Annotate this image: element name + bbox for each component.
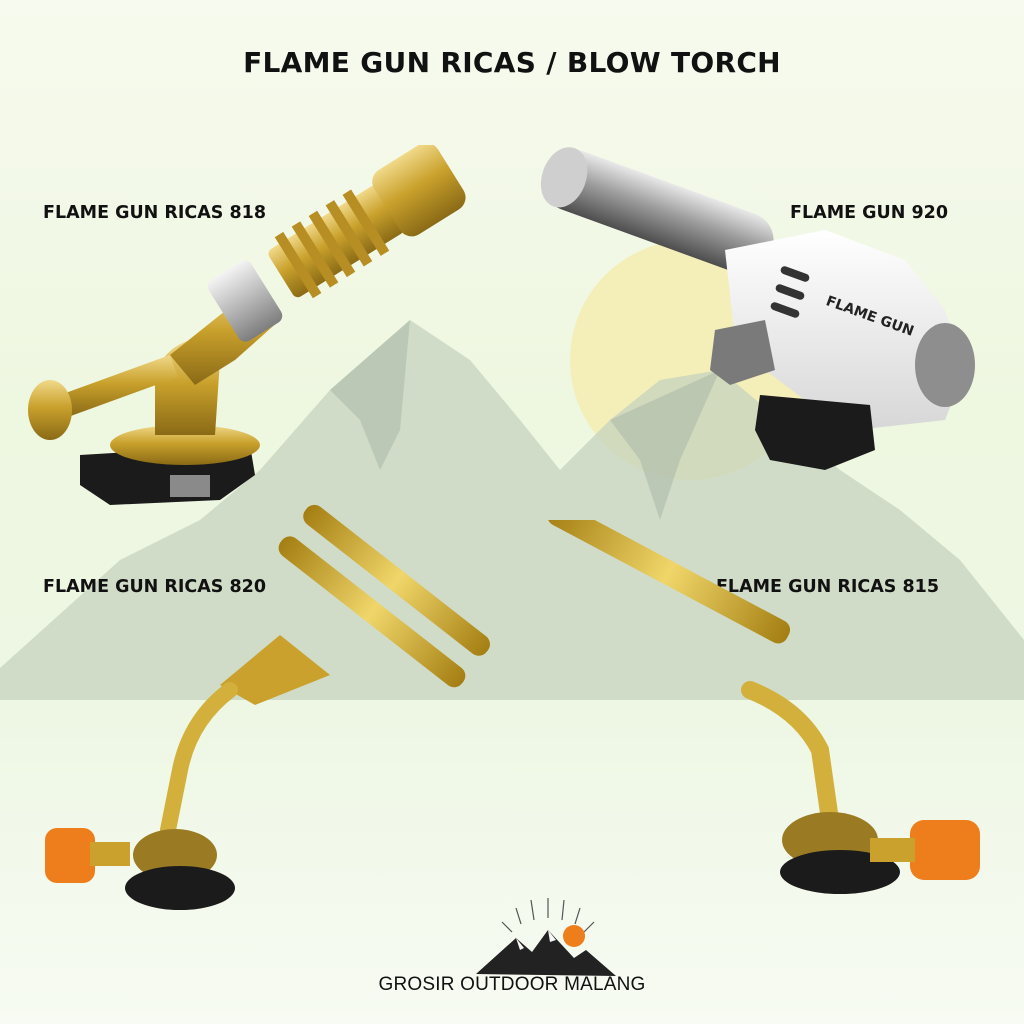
mountain-sun-logo-icon: [476, 898, 616, 976]
double-pipe-torch-820-icon: [45, 504, 490, 910]
brass-torch-818-icon: [28, 145, 466, 505]
product-label-818: FLAME GUN RICAS 818: [43, 203, 267, 223]
page-title: FLAME GUN RICAS / BLOW TORCH: [243, 46, 781, 79]
white-torch-920-icon: FLAME GUN: [540, 147, 975, 470]
product-label-820: FLAME GUN RICAS 820: [43, 577, 267, 597]
single-pipe-torch-815-icon: [547, 520, 980, 894]
product-label-920: FLAME GUN 920: [790, 203, 948, 223]
product-label-815: FLAME GUN RICAS 815: [715, 577, 939, 597]
brand-name: GROSIR OUTDOOR MALANG: [378, 974, 646, 995]
